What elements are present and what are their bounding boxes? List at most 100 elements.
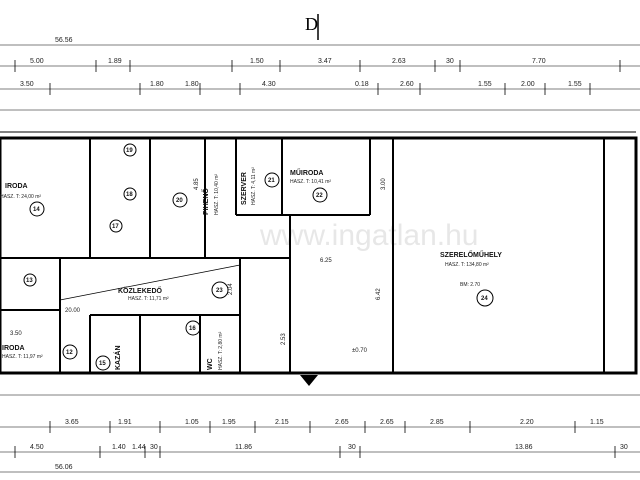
dim-bottom-row2: 4.50 1.40 1.44 30 11.86 30 13.86 30 [30, 444, 628, 451]
dim-label: 3.65 [65, 419, 79, 426]
room-name: WC [207, 358, 214, 370]
dim-label: 1.44 [132, 444, 146, 451]
dim-label: 2.65 [380, 419, 394, 426]
dim-label: 1.40 [112, 444, 126, 451]
dim-label: 2.20 [520, 419, 534, 426]
dim-label: 3.50 [10, 331, 22, 337]
room-number: 19 [126, 148, 133, 154]
room-area: HASZ. T: 24,00 m² [0, 194, 41, 200]
dim-label: 2.60 [400, 81, 414, 88]
room-area: HASZ. T: 2,80 m² [218, 331, 224, 370]
dim-ticks-top [14, 60, 621, 95]
room-area: HASZ. T: 10,41 m² [290, 179, 331, 185]
dim-label: 1.80 [150, 81, 164, 88]
dim-label: 3.47 [318, 58, 332, 65]
dim-label: 6.25 [320, 258, 332, 264]
room-number: 18 [126, 192, 133, 198]
room-name: KAZÁN [113, 346, 122, 371]
room-area: HASZ. T: 11,71 m² [128, 296, 169, 302]
dim-label: 1.91 [118, 419, 132, 426]
internal-dims: 6.25 6.42 3.00 2.04 2.53 4.85 3.50 20.00 [10, 178, 387, 345]
room-number: 12 [66, 350, 73, 356]
dim-label: 2.65 [335, 419, 349, 426]
dim-bottom-row1: 3.65 1.91 1.05 1.95 2.15 2.65 2.65 2.85 … [65, 419, 604, 426]
dim-bottom-total: 56.06 [55, 464, 73, 471]
dim-label: 4.85 [194, 178, 200, 190]
dim-top-total: 56.56 [55, 37, 73, 44]
dim-label: 4.30 [262, 81, 276, 88]
room-area: HASZ. T: 134,80 m² [445, 262, 489, 268]
entrance-arrow [300, 375, 318, 386]
room-name: IRODA [5, 183, 28, 190]
dim-label: 1.15 [590, 419, 604, 426]
small-room-markers: 19 18 17 13 [23, 143, 137, 287]
dim-label: 1.55 [568, 81, 582, 88]
room-name: MŰIRODA [290, 168, 323, 177]
dim-label: 2.00 [521, 81, 535, 88]
room-wc: WC HASZ. T: 2,80 m² 16 [185, 320, 224, 370]
dim-label: 2.04 [228, 283, 234, 295]
room-kazan: KAZÁN 15 [95, 346, 122, 371]
dim-top-row1: 5.00 1.89 1.50 3.47 2.63 30 7.70 [30, 58, 546, 65]
room-number-circle [211, 281, 229, 299]
room-iroda-low: IRODA HASZ. T: 11,97 m² 12 [2, 344, 78, 360]
room-number: 23 [216, 288, 223, 294]
room-number: 15 [99, 361, 106, 367]
room-number-circle [476, 289, 494, 307]
north-mark: D [305, 14, 318, 34]
dim-label: 7.70 [532, 58, 546, 65]
room-number-circle [264, 172, 280, 188]
dim-label: 2.85 [430, 419, 444, 426]
dim-ticks-bottom [14, 421, 616, 458]
dim-label: 3.00 [381, 178, 387, 190]
dim-label: 4.50 [30, 444, 44, 451]
room-szereloműhely: SZERELŐMŰHELY HASZ. T: 134,80 m² BM: 2.7… [440, 250, 502, 307]
dim-label: 5.00 [30, 58, 44, 65]
room-name: KÖZLEKEDŐ [118, 286, 163, 295]
watermark-text: www.ingatlan.hu [259, 219, 478, 252]
level-mark: ±0.70 [352, 348, 368, 354]
room-number-circle [95, 355, 111, 371]
room-number: 13 [26, 278, 33, 284]
room-szerver: SZERVER HASZ. T: 4,11 m² 21 [241, 167, 280, 205]
dim-label: 20.00 [65, 308, 81, 314]
dim-label: 1.80 [185, 81, 199, 88]
room-number: 16 [189, 326, 196, 332]
dim-label: 30 [446, 58, 454, 65]
dim-top-row2: 3.50 1.80 1.80 4.30 0.18 2.60 1.55 2.00 … [20, 81, 582, 88]
dim-label: 11.86 [235, 444, 252, 451]
room-area: HASZ. T: 10,40 m² [214, 174, 220, 215]
room-number-circle [62, 344, 78, 360]
outer-walls [0, 131, 638, 375]
room-number: 20 [176, 198, 183, 204]
room-piheno: PIHENŐ HASZ. T: 10,40 m² 20 [172, 174, 220, 215]
room-name: PIHENŐ [201, 188, 210, 215]
dim-label: 1.05 [185, 419, 199, 426]
dim-label: 30 [620, 444, 628, 451]
room-number: 14 [33, 207, 40, 213]
dim-label: 1.89 [108, 58, 122, 65]
dim-label: 13.86 [515, 444, 533, 451]
interior-walls [0, 138, 605, 373]
room-number-circle [312, 187, 328, 203]
room-name: IRODA [2, 345, 25, 352]
dim-label: 6.42 [376, 288, 382, 300]
room-number-circle [29, 201, 45, 217]
corridor-diagonal [59, 264, 241, 301]
dim-label: 3.50 [20, 81, 34, 88]
room-area: HASZ. T: 11,97 m² [2, 354, 43, 360]
room-number-circle [185, 320, 201, 336]
room-number-circle [172, 192, 188, 208]
dim-label: 30 [348, 444, 356, 451]
dim-label: 1.95 [222, 419, 236, 426]
room-number: 17 [112, 224, 119, 230]
room-number: 24 [481, 296, 488, 302]
room-kozlekedo: KÖZLEKEDŐ HASZ. T: 11,71 m² 23 [118, 281, 229, 302]
room-name: SZERVER [241, 172, 248, 205]
room-height: BM: 2.70 [460, 282, 480, 288]
dim-label: 2.63 [392, 58, 406, 65]
room-name: SZERELŐMŰHELY [440, 250, 502, 259]
dim-label: 2.15 [275, 419, 289, 426]
room-area: HASZ. T: 4,11 m² [251, 167, 257, 205]
